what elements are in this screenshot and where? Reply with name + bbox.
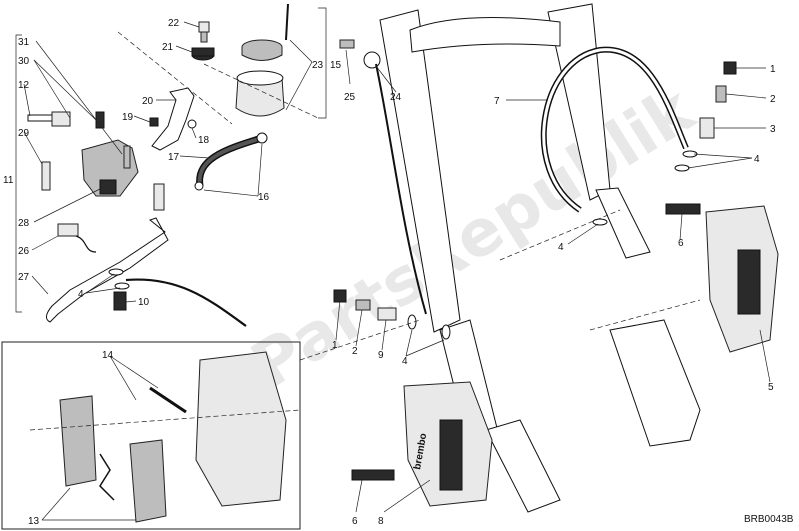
reservoir-grommet <box>191 47 215 61</box>
callout-20: 20 <box>142 96 154 107</box>
callout-31: 31 <box>18 37 30 48</box>
assembly-line-b <box>203 63 319 119</box>
assembly-line-f <box>299 319 421 361</box>
callout-14: 14 <box>102 350 114 361</box>
callout-4-lever: 4 <box>78 289 84 300</box>
reservoir-cap <box>241 39 283 61</box>
callout-4-hose: 4 <box>558 242 564 253</box>
inset-caliper <box>195 351 287 507</box>
callout-1-top: 1 <box>770 64 776 75</box>
triple-clamp <box>409 17 561 53</box>
assembly-line-d <box>499 209 621 261</box>
callout-11: 11 <box>3 175 14 186</box>
assembly-line-a <box>117 31 233 125</box>
washer-4b <box>674 150 698 172</box>
pad-pin <box>149 386 187 414</box>
fluid-reservoir <box>235 70 285 117</box>
diagram-code: BRB0043B <box>744 514 794 525</box>
reservoir-hose <box>196 134 264 187</box>
callout-10: 10 <box>138 297 150 308</box>
callout-12: 12 <box>18 80 30 91</box>
washer-18 <box>187 119 197 129</box>
group-bracket-11 <box>15 34 22 313</box>
right-caliper <box>705 205 779 353</box>
callout-29: 29 <box>18 128 30 139</box>
callout-1-bottom: 1 <box>332 340 338 351</box>
brake-lever <box>46 217 169 323</box>
pivot-pin-29 <box>41 161 51 191</box>
small-bolt-31 <box>123 145 131 169</box>
hose-guide-24 <box>363 51 381 69</box>
assembly-line-c <box>589 299 701 331</box>
front-brake-line-1 <box>375 63 427 315</box>
callout-16: 16 <box>258 192 270 203</box>
callout-24: 24 <box>390 92 402 103</box>
callout-15: 15 <box>330 60 342 71</box>
bracket-screw-19 <box>149 117 159 127</box>
leader-lines <box>23 21 771 521</box>
washer-4c <box>592 218 608 226</box>
screw-25 <box>339 39 355 49</box>
callout-23: 23 <box>312 60 324 71</box>
callout-17: 17 <box>168 152 180 163</box>
callout-26: 26 <box>18 246 30 257</box>
fork-tube-left <box>379 9 561 513</box>
hose-clamp <box>194 132 268 191</box>
callout-8: 8 <box>378 516 384 527</box>
callout-4-right: 4 <box>754 154 760 165</box>
lever-pivot-bolt <box>27 111 71 127</box>
lever-adjuster <box>153 183 165 211</box>
assembly-line-e <box>29 409 301 431</box>
callout-6-bottom: 6 <box>352 516 358 527</box>
union-bolt-9 <box>377 307 397 321</box>
brake-light-switch <box>57 223 97 253</box>
washer-4a <box>108 268 130 290</box>
callout-25: 25 <box>344 92 356 103</box>
reservoir-bracket <box>151 87 195 151</box>
callout-7: 7 <box>494 96 500 107</box>
callout-6-right: 6 <box>678 238 684 249</box>
callout-3: 3 <box>770 124 776 135</box>
group-bracket-15 <box>318 7 327 119</box>
callout-2-top: 2 <box>770 94 776 105</box>
callout-13: 13 <box>28 516 40 527</box>
bleed-cap-1a <box>723 61 737 75</box>
reservoir-cap-screw <box>198 21 210 43</box>
callout-9: 9 <box>378 350 384 361</box>
caliper-bolt-6b <box>351 469 395 481</box>
callout-30: 30 <box>18 56 30 67</box>
callout-labels: 22 21 31 30 12 29 11 20 19 18 17 16 23 1… <box>3 18 776 527</box>
brake-hose-7 <box>540 46 689 213</box>
brake-pad-right <box>129 439 167 523</box>
callout-5: 5 <box>768 382 774 393</box>
fork-foot <box>609 319 701 447</box>
callout-19: 19 <box>122 112 134 123</box>
callout-28: 28 <box>18 218 30 229</box>
callout-22: 22 <box>168 18 180 29</box>
caliper-bolt-6a <box>665 203 701 215</box>
banjo-fitting-3 <box>699 117 715 139</box>
callout-27: 27 <box>18 272 30 283</box>
bleed-valve-2a <box>715 85 727 103</box>
callout-2-bottom: 2 <box>352 346 358 357</box>
brake-pad-left <box>59 395 97 487</box>
bleed-valve-2b <box>355 299 371 311</box>
callout-18: 18 <box>198 135 210 146</box>
callout-4-bottom: 4 <box>402 356 408 367</box>
cap-screw-23 <box>285 3 289 41</box>
pad-spring <box>99 453 115 501</box>
inset-brake-pads-box <box>1 341 301 530</box>
front-left-caliper: brembo <box>403 381 493 507</box>
callout-21: 21 <box>162 42 174 53</box>
washer-4d <box>407 314 451 340</box>
banjo-bolt-10 <box>113 291 127 311</box>
lever-brake-hose <box>125 278 247 327</box>
